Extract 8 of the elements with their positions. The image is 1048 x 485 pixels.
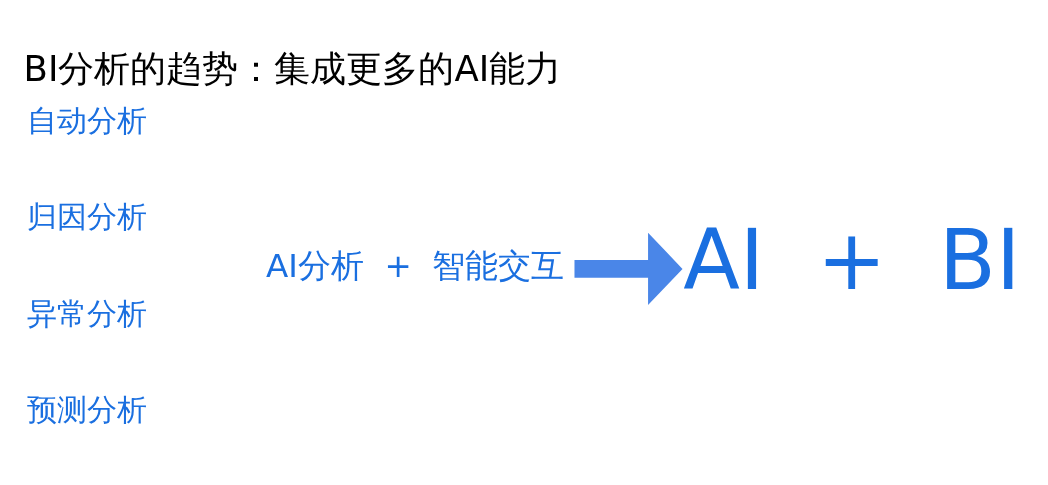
node-text: AI + BI [683, 211, 1021, 309]
label: 异常分析 [27, 296, 148, 331]
label: 归因分析 [27, 199, 148, 234]
node-text: AI分析 + 智能交互 [265, 246, 565, 285]
arrow [574, 232, 683, 305]
label: 预测分析 [27, 392, 148, 427]
diagram-title: BI分析的趋势：集成更多的AI能力 [23, 47, 562, 89]
label: 自动分析 [27, 103, 148, 138]
